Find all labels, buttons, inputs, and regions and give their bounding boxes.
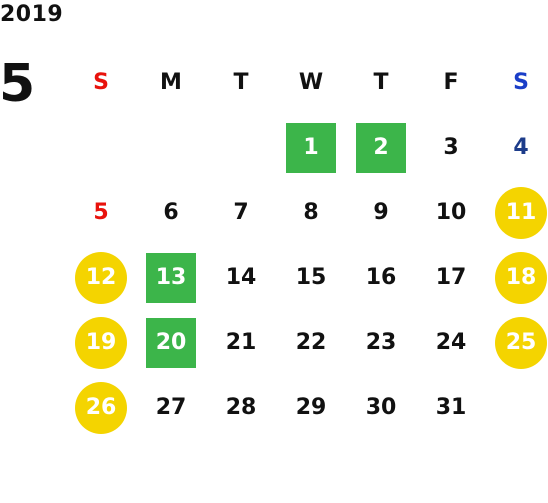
day-cell <box>136 115 206 180</box>
day-cell[interactable]: 8 <box>276 180 346 245</box>
week-row: 1 2 3 4 <box>66 115 548 180</box>
day-number: 23 <box>365 330 397 355</box>
day-number: 2 <box>373 135 389 160</box>
day-number: 5 <box>93 200 109 225</box>
day-cell[interactable]: 19 <box>66 310 136 375</box>
day-cell[interactable]: 5 <box>66 180 136 245</box>
highlight-box: 2 <box>356 122 406 173</box>
day-cell[interactable]: 4 <box>486 115 548 180</box>
day-number: 24 <box>435 330 467 355</box>
weekday-tuesday: T <box>233 70 249 95</box>
day-cell[interactable]: 28 <box>206 375 276 440</box>
highlight-box: 20 <box>146 317 196 368</box>
day-number: 31 <box>435 395 467 420</box>
day-cell[interactable]: 20 <box>136 310 206 375</box>
day-cell[interactable]: 21 <box>206 310 276 375</box>
day-cell <box>206 115 276 180</box>
day-cell <box>486 375 548 440</box>
day-cell[interactable]: 27 <box>136 375 206 440</box>
day-number: 10 <box>435 200 467 225</box>
highlight-circle: 25 <box>495 316 547 369</box>
day-cell[interactable]: 7 <box>206 180 276 245</box>
week-row: 12 13 14 15 16 17 18 <box>66 245 548 310</box>
weekday-thursday: T <box>373 70 389 95</box>
weekday-friday: F <box>443 70 459 95</box>
day-number: 26 <box>85 395 117 420</box>
day-cell[interactable]: 16 <box>346 245 416 310</box>
day-number: 16 <box>365 265 397 290</box>
weekday-sunday: S <box>93 70 109 95</box>
highlight-box: 1 <box>286 122 336 173</box>
day-cell[interactable]: 11 <box>486 180 548 245</box>
day-number: 20 <box>155 330 187 355</box>
weekday-monday: M <box>160 70 182 95</box>
day-number: 3 <box>443 135 459 160</box>
day-number: 1 <box>303 135 319 160</box>
day-number: 18 <box>505 265 537 290</box>
highlight-circle: 26 <box>75 381 127 434</box>
day-cell[interactable]: 13 <box>136 245 206 310</box>
day-cell[interactable]: 1 <box>276 115 346 180</box>
day-cell[interactable]: 25 <box>486 310 548 375</box>
day-cell[interactable]: 22 <box>276 310 346 375</box>
day-cell[interactable]: 6 <box>136 180 206 245</box>
weekday-saturday: S <box>513 70 529 95</box>
day-number: 14 <box>225 265 257 290</box>
day-cell[interactable]: 29 <box>276 375 346 440</box>
week-row: 5 6 7 8 9 10 11 <box>66 180 548 245</box>
day-number: 8 <box>303 200 319 225</box>
day-number: 13 <box>155 265 187 290</box>
day-cell[interactable]: 14 <box>206 245 276 310</box>
day-cell[interactable]: 31 <box>416 375 486 440</box>
highlight-circle: 12 <box>75 251 127 304</box>
day-cell[interactable]: 23 <box>346 310 416 375</box>
day-number: 29 <box>295 395 327 420</box>
day-number: 11 <box>505 200 537 225</box>
year-label: 2019 <box>0 2 64 27</box>
day-number: 21 <box>225 330 257 355</box>
day-cell <box>66 115 136 180</box>
highlight-circle: 19 <box>75 316 127 369</box>
highlight-circle: 18 <box>495 251 547 304</box>
weekday-wednesday: W <box>298 70 324 95</box>
weekday-header-row: S M T W T F S <box>66 50 548 115</box>
day-number: 28 <box>225 395 257 420</box>
week-row: 26 27 28 29 30 31 <box>66 375 548 440</box>
day-cell[interactable]: 17 <box>416 245 486 310</box>
month-label: 5 <box>0 54 36 114</box>
day-number: 7 <box>233 200 249 225</box>
week-row: 19 20 21 22 23 24 25 <box>66 310 548 375</box>
day-number: 9 <box>373 200 389 225</box>
day-cell[interactable]: 9 <box>346 180 416 245</box>
day-cell[interactable]: 3 <box>416 115 486 180</box>
day-number: 4 <box>513 135 529 160</box>
day-number: 30 <box>365 395 397 420</box>
day-number: 25 <box>505 330 537 355</box>
day-number: 17 <box>435 265 467 290</box>
highlight-circle: 11 <box>495 186 547 239</box>
highlight-box: 13 <box>146 252 196 303</box>
day-cell[interactable]: 26 <box>66 375 136 440</box>
day-cell[interactable]: 10 <box>416 180 486 245</box>
day-cell[interactable]: 12 <box>66 245 136 310</box>
day-cell[interactable]: 2 <box>346 115 416 180</box>
day-number: 19 <box>85 330 117 355</box>
day-number: 22 <box>295 330 327 355</box>
day-cell[interactable]: 30 <box>346 375 416 440</box>
day-cell[interactable]: 15 <box>276 245 346 310</box>
day-cell[interactable]: 18 <box>486 245 548 310</box>
day-number: 6 <box>163 200 179 225</box>
day-number: 12 <box>85 265 117 290</box>
day-number: 15 <box>295 265 327 290</box>
day-number: 27 <box>155 395 187 420</box>
day-cell[interactable]: 24 <box>416 310 486 375</box>
